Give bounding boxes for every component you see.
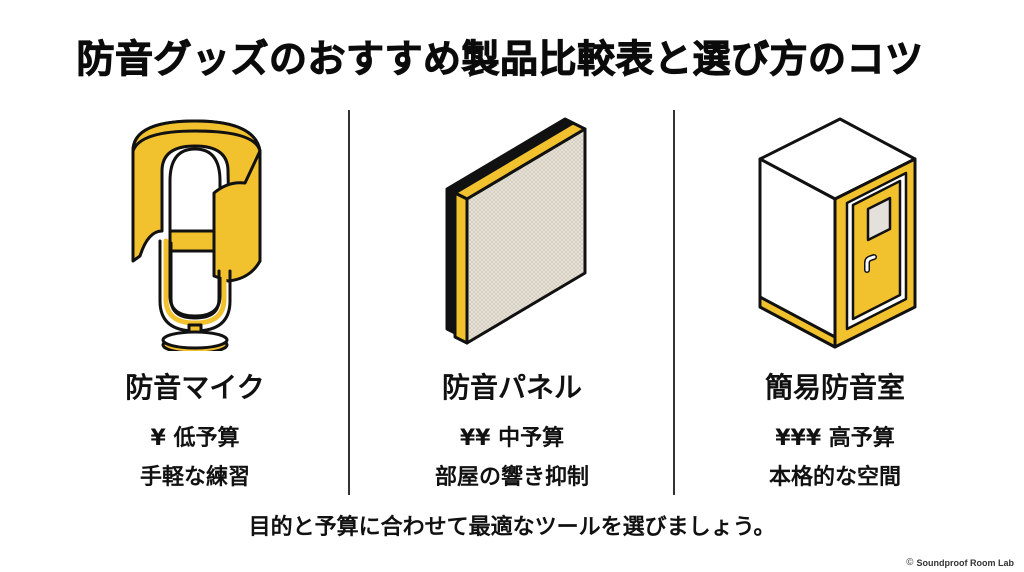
product-price-tier: ¥¥ 中予算 <box>459 426 565 451</box>
copyright-credit: © Soundproof Room Lab <box>906 557 1014 568</box>
soundproof-booth-icon <box>758 117 917 348</box>
acoustic-panel-icon <box>445 117 587 344</box>
microphone-with-shield-icon <box>131 119 262 351</box>
column-divider-left <box>348 110 350 495</box>
page-title: 防音グッズのおすすめ製品比較表と選び方のコツ <box>76 37 924 82</box>
product-price-tier: ¥ 低予算 <box>150 426 240 451</box>
product-name: 防音パネル <box>441 371 582 404</box>
column-divider-right <box>673 110 675 495</box>
product-card-panel: 防音パネル ¥¥ 中予算 部屋の響き抑制 <box>362 100 662 500</box>
product-description: 本格的な空間 <box>768 465 901 490</box>
product-card-booth: 簡易防音室 ¥¥¥ 高予算 本格的な空間 <box>685 100 985 500</box>
product-price-tier: ¥¥¥ 高予算 <box>775 426 895 451</box>
footer-tagline: 目的と予算に合わせて最適なツールを選びましょう。 <box>248 515 776 540</box>
product-name: 簡易防音室 <box>764 371 905 404</box>
copyright-icon: © <box>906 557 914 568</box>
product-description: 手軽な練習 <box>139 465 250 490</box>
product-card-microphone: 防音マイク ¥ 低予算 手軽な練習 <box>45 100 345 500</box>
product-name: 防音マイク <box>125 371 265 404</box>
credit-text: Soundproof Room Lab <box>916 557 1014 568</box>
product-description: 部屋の響き抑制 <box>434 465 589 490</box>
